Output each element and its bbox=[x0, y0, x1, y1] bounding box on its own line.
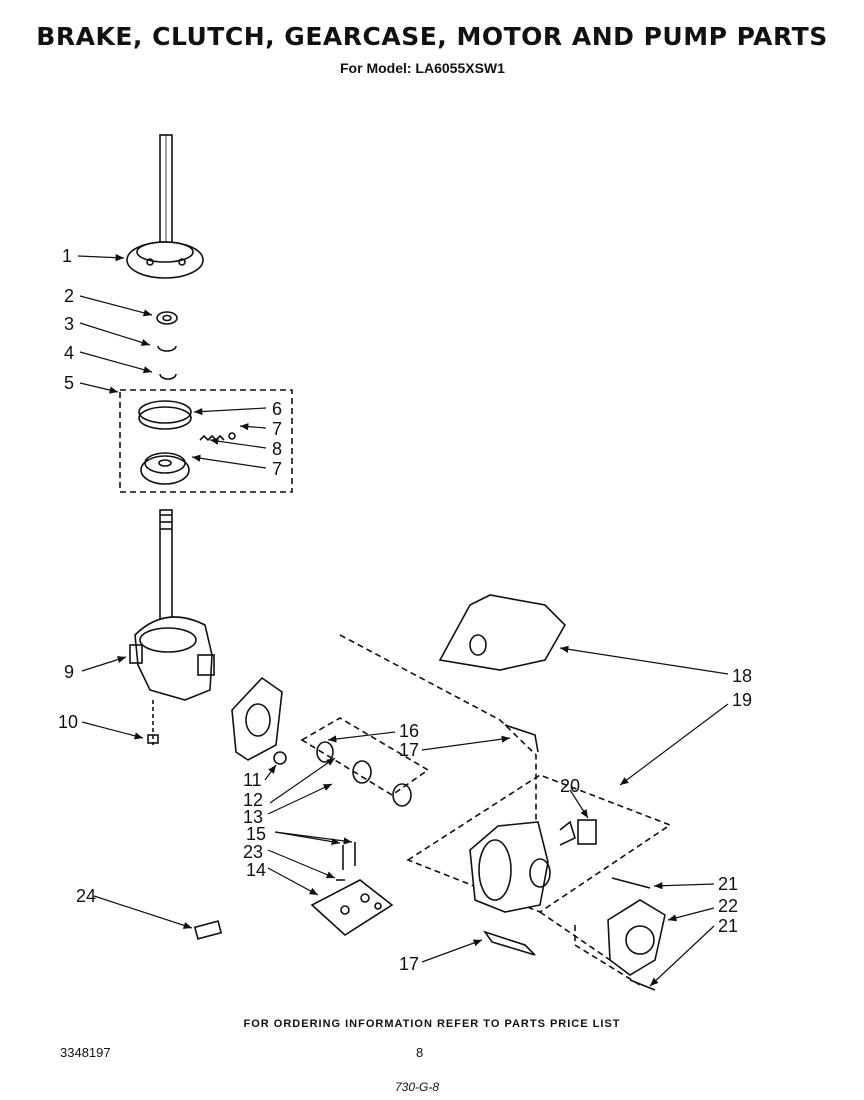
clutch-drum bbox=[140, 452, 190, 485]
retaining-ring bbox=[157, 345, 177, 352]
drive-coupler bbox=[193, 920, 223, 940]
gearcase-bolt bbox=[147, 700, 159, 745]
page-number: 8 bbox=[416, 1045, 424, 1060]
hose bbox=[504, 724, 539, 753]
clutch-kit-box bbox=[119, 389, 293, 493]
callout-7a: 7 bbox=[272, 419, 282, 439]
callout-1: 1 bbox=[62, 246, 72, 266]
ordering-note: FOR ORDERING INFORMATION REFER TO PARTS … bbox=[243, 1018, 621, 1030]
agitator-shaft bbox=[159, 134, 173, 251]
callout-5: 5 bbox=[64, 373, 74, 393]
motor bbox=[469, 821, 551, 913]
callout-15: 15 bbox=[246, 824, 266, 844]
callout-17b: 17 bbox=[399, 954, 419, 974]
gearcase bbox=[129, 616, 215, 701]
callout-12: 12 bbox=[243, 790, 263, 810]
pump bbox=[607, 899, 666, 976]
strap bbox=[482, 930, 536, 956]
clutch-spring bbox=[199, 432, 236, 442]
pump-mount-plate bbox=[231, 676, 283, 761]
callout-21a: 21 bbox=[718, 874, 738, 894]
coupling-kit-box bbox=[300, 717, 430, 796]
washer bbox=[156, 311, 178, 325]
callout-11: 11 bbox=[243, 770, 262, 790]
callout-6: 6 bbox=[272, 399, 282, 419]
callout-14: 14 bbox=[246, 860, 266, 880]
coupling bbox=[316, 741, 412, 807]
brake-assembly bbox=[126, 241, 204, 279]
callout-4: 4 bbox=[64, 343, 74, 363]
callout-7b: 7 bbox=[272, 459, 282, 479]
callout-3: 3 bbox=[64, 314, 74, 334]
callout-16: 16 bbox=[399, 721, 419, 741]
document-number: 3348197 bbox=[60, 1045, 111, 1060]
callout-17a: 17 bbox=[399, 740, 419, 760]
pump-clip bbox=[611, 877, 651, 889]
motor-switch bbox=[559, 819, 597, 846]
callout-24: 24 bbox=[76, 886, 96, 906]
grommet bbox=[273, 751, 287, 765]
callout-18: 18 bbox=[732, 666, 752, 686]
hose-path bbox=[339, 634, 537, 825]
model-line: For Model: LA6055XSW1 bbox=[340, 60, 505, 76]
callout-10: 10 bbox=[58, 712, 78, 732]
callout-8: 8 bbox=[272, 439, 282, 459]
callout-23: 23 bbox=[243, 842, 263, 862]
callout-20: 20 bbox=[560, 776, 580, 796]
motor-cover bbox=[438, 594, 566, 671]
motor-bracket bbox=[310, 879, 394, 937]
callout-21b: 21 bbox=[718, 916, 738, 936]
callout-19: 19 bbox=[732, 690, 752, 710]
callout-9: 9 bbox=[64, 662, 74, 682]
callout-22: 22 bbox=[718, 896, 738, 916]
page-title: BRAKE, CLUTCH, GEARCASE, MOTOR AND PUMP … bbox=[36, 22, 828, 51]
snap-ring bbox=[159, 373, 177, 380]
clutch-band bbox=[138, 400, 192, 430]
drive-shaft bbox=[159, 509, 173, 631]
callout-13: 13 bbox=[243, 807, 263, 827]
callout-2: 2 bbox=[64, 286, 74, 306]
pump-clip bbox=[629, 979, 656, 991]
handwritten-code: 730-G-8 bbox=[395, 1080, 440, 1094]
